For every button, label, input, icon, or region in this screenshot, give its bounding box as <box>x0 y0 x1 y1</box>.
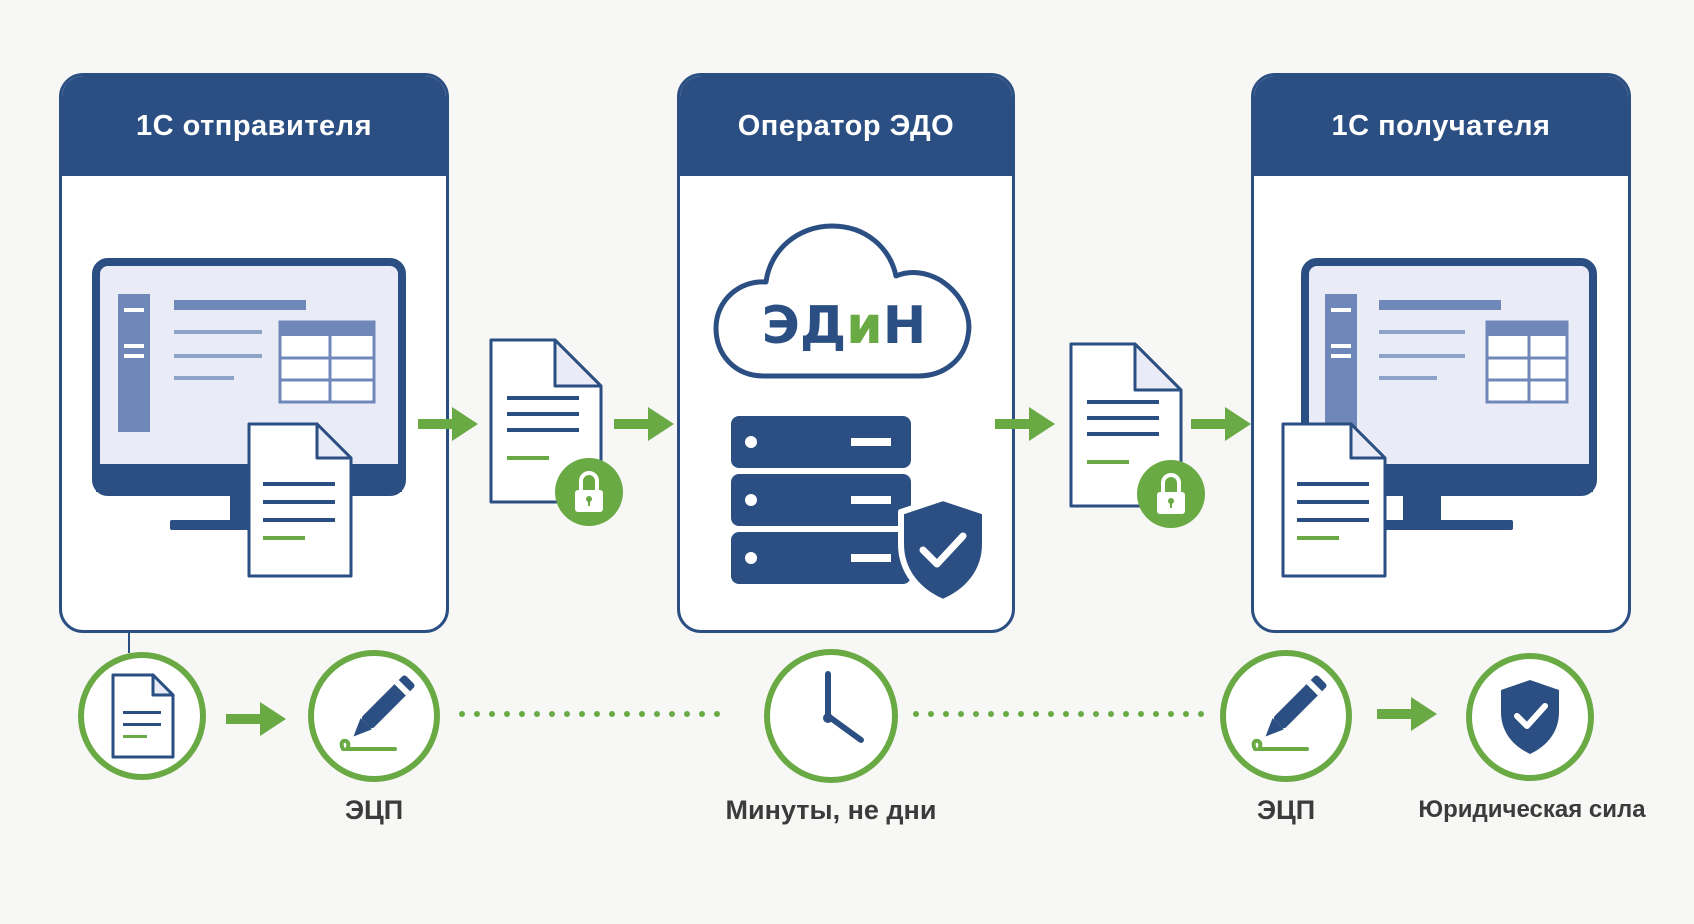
edin-logo: ЭДиН <box>712 296 976 356</box>
time-label: Минуты, не дни <box>725 795 937 825</box>
server-icon <box>731 416 911 584</box>
timeline-dotted-line <box>913 711 1205 717</box>
arrow-right-icon <box>418 407 478 441</box>
signature-label-sender: ЭЦП <box>344 795 404 825</box>
encrypted-document-icon <box>1069 342 1205 528</box>
edin-logo-part1: ЭД <box>761 296 847 356</box>
encrypted-document-icon <box>489 338 623 526</box>
legal-force-label: Юридическая сила <box>1418 796 1646 823</box>
arrow-right-icon <box>614 407 674 441</box>
edin-logo-part2: и <box>846 296 883 356</box>
sender-panel-title: 1С отправителя <box>62 76 446 176</box>
receiver-panel-title: 1С получателя <box>1254 76 1628 176</box>
shield-check-icon <box>898 495 988 605</box>
receiver-document-icon <box>1281 422 1387 578</box>
sender-document-icon <box>247 422 353 578</box>
cloud-icon <box>713 223 972 379</box>
edin-logo-part3: Н <box>882 296 927 356</box>
shield-check-icon <box>1466 653 1594 781</box>
arrow-right-icon <box>1377 697 1437 731</box>
clock-icon <box>764 649 898 783</box>
pen-icon <box>1220 650 1352 782</box>
arrow-right-icon <box>995 407 1055 441</box>
pen-icon <box>308 650 440 782</box>
arrow-right-icon <box>226 702 286 736</box>
timeline-dotted-line <box>459 711 731 717</box>
signature-label-receiver: ЭЦП <box>1256 795 1316 825</box>
document-circle-icon <box>78 652 206 780</box>
operator-panel-title: Оператор ЭДО <box>680 76 1012 176</box>
connector-line <box>128 633 130 653</box>
arrow-right-icon <box>1191 407 1251 441</box>
